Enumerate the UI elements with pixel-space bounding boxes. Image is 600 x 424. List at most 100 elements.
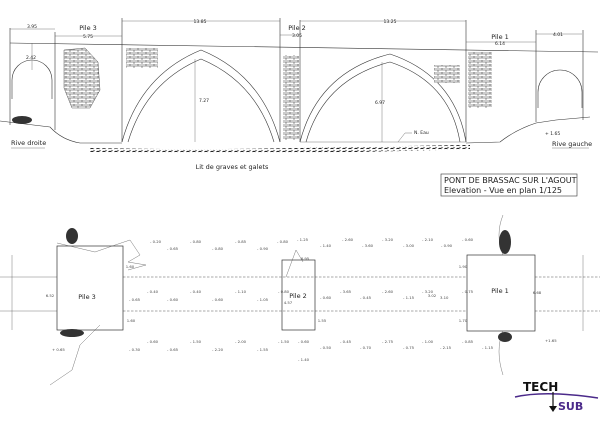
title-block: PONT DE BRASSAC SUR L'AGOUT Elevation - … — [440, 173, 578, 197]
depth-sounding: - 1.40 — [320, 243, 332, 248]
dim-right-abutment: 4.01 — [553, 32, 563, 38]
vegetation — [498, 332, 512, 342]
depth-sounding: - 0.20 — [150, 239, 162, 244]
vegetation — [499, 230, 511, 254]
water-level-label: N. Eau — [414, 130, 429, 136]
logo-tech: TECH — [523, 380, 558, 394]
depth-sounding: - 0.70 — [360, 345, 372, 350]
logo-wave — [514, 393, 599, 399]
depth-sounding: - 0.80 — [190, 239, 202, 244]
right-bank-level: + 1.65 — [545, 131, 560, 137]
dim-pile-3-top: 1.60 — [126, 264, 135, 269]
vegetation — [60, 329, 84, 337]
arch-2-extrados — [299, 53, 467, 143]
title-frame — [440, 173, 578, 197]
elevation-view: 3.95 Pile 3 5.75 13.85 Pile 2 3.05 13.25… — [0, 18, 599, 171]
depth-sounding: - 1.00 — [422, 339, 434, 344]
depth-sounding: - 2.60 — [382, 289, 394, 294]
depth-sounding: - 0.85 — [235, 239, 247, 244]
masonry-patch — [126, 48, 158, 68]
dim-pile-1-top: 1.90 — [459, 264, 468, 269]
depth-sounding: - 0.45 — [340, 339, 352, 344]
dim-arch-2-span: 13.25 — [384, 19, 397, 25]
depth-sounding: - 1.40 — [298, 357, 310, 362]
dim-arch-1-span: 13.85 — [194, 19, 207, 25]
depth-sounding: - 3.00 — [403, 243, 415, 248]
dim-pile-2-bottom: 1.55 — [318, 318, 327, 323]
depth-sounding: + 0.65 — [52, 347, 65, 352]
masonry-patch — [63, 47, 101, 109]
depth-sounding: - 1.25 — [297, 237, 309, 242]
dim-arch-2-height: 6.97 — [375, 100, 385, 106]
depth-sounding: - 0.85 — [462, 339, 474, 344]
pile-3-footprint — [56, 245, 124, 331]
right-bank-label: Rive gauche — [552, 140, 592, 148]
depth-sounding: - 0.65 — [167, 246, 179, 251]
right-bank-ground — [535, 116, 591, 124]
depth-sounding: +1.65 — [545, 338, 557, 343]
arch-1-intrados — [127, 58, 275, 143]
depth-sounding: - 0.60 — [167, 297, 179, 302]
ground-line — [465, 122, 537, 144]
depth-sounding: - 0.45 — [360, 295, 372, 300]
depth-sounding: - 0.60 — [147, 339, 159, 344]
depth-sounding: - 0.65 — [167, 347, 179, 352]
depth-sounding: - 0.80 — [212, 246, 224, 251]
dim-pile-3-length: 6.52 — [46, 293, 55, 298]
depth-sounding: - 1.55 — [257, 347, 269, 352]
plan-label-pile-2: Pile 2 — [289, 292, 307, 300]
depth-sounding: - 2.75 — [382, 339, 394, 344]
pier-label-pile-2: Pile 2 — [288, 24, 306, 32]
left-bank-label: Rive droite — [11, 139, 46, 147]
depth-sounding: 3.10 — [440, 295, 449, 300]
pier-nose — [285, 249, 304, 278]
depth-sounding: - 0.75 — [462, 289, 474, 294]
depth-sounding: - 0.60 — [320, 295, 332, 300]
dim-pile-2-nose: 6.95 — [301, 256, 310, 261]
depth-sounding: - 0.40 — [147, 289, 159, 294]
depth-sounding: - 2.15 — [440, 345, 452, 350]
masonry-patch — [434, 65, 460, 83]
plan-label-pile-1: Pile 1 — [491, 287, 509, 295]
dim-pile-3-bottom: 1.60 — [127, 318, 136, 323]
depth-sounding: - 0.75 — [403, 345, 415, 350]
pier-label-pile-1: Pile 1 — [491, 33, 509, 41]
depth-sounding: - 1.15 — [403, 295, 415, 300]
left-bank-ground — [0, 120, 122, 144]
leader-line — [397, 132, 412, 143]
depth-sounding: - 1.50 — [190, 339, 202, 344]
arrow-head-icon — [549, 406, 557, 412]
bank-outline — [49, 324, 101, 386]
depth-sounding: - 2.60 — [342, 237, 354, 242]
drawing-subtitle: Elevation - Vue en plan 1/125 — [444, 186, 562, 195]
depth-sounding: - 0.60 — [298, 339, 310, 344]
plan-label-pile-3: Pile 3 — [78, 293, 96, 301]
dimension-lines — [10, 20, 582, 43]
pier-label-pile-3: Pile 3 — [79, 24, 97, 32]
dim-channel-width: 3.02 — [428, 293, 437, 298]
depth-sounding: - 3.20 — [382, 237, 394, 242]
dim-left-opening-height: 2.42 — [26, 55, 36, 61]
depth-sounding: - 0.80 — [278, 289, 290, 294]
riverbed-label: Lit de graves et galets — [196, 163, 269, 171]
dim-pile-2-length: 4.57 — [284, 300, 293, 305]
masonry-patch — [283, 55, 299, 140]
dim-pile-1-bottom: 1.70 — [459, 318, 468, 323]
depth-sounding: - 0.90 — [257, 246, 269, 251]
depth-sounding: - 0.50 — [320, 345, 332, 350]
dim-pile-1-length: 6.68 — [533, 290, 542, 295]
plan-view: Pile 3 Pile 2 Pile 1 6.52 1.60 1.60 4.57… — [0, 214, 600, 386]
depth-soundings: - 0.20 - 0.65 - 0.80 - 0.80 - 0.85 - 0.90 - 0.… — [52, 237, 557, 362]
right-abutment-opening — [537, 69, 583, 108]
depth-sounding: - 0.90 — [441, 243, 453, 248]
dim-pile-3: 5.75 — [83, 34, 93, 40]
vegetation — [12, 116, 32, 124]
depth-sounding: - 3.20 — [422, 289, 434, 294]
depth-sounding: - 0.60 — [462, 237, 474, 242]
depth-sounding: - 1.05 — [257, 297, 269, 302]
depth-sounding: - 2.20 — [212, 347, 224, 352]
depth-sounding: - 2.00 — [235, 339, 247, 344]
dim-arch-1-height: 7.27 — [199, 98, 209, 104]
depth-sounding: - 2.10 — [422, 237, 434, 242]
